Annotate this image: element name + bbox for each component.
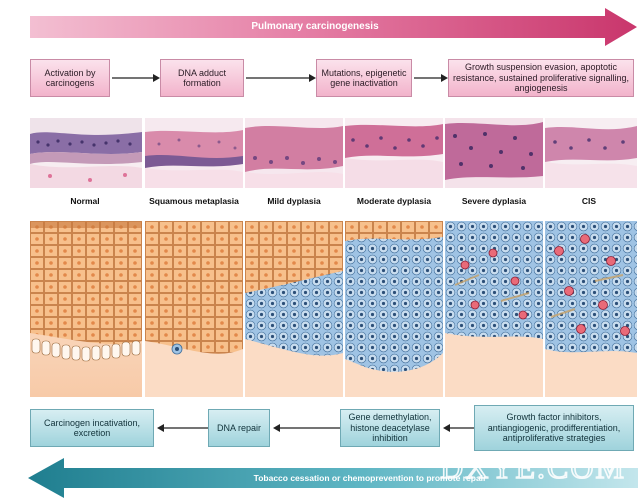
schematic-moderate-dysplasia <box>345 221 443 397</box>
stage-label-squamous-metaplasia: Squamous metaplasia <box>149 196 239 206</box>
stage-label-cis: CIS <box>581 196 597 206</box>
stage-label-normal: Normal <box>70 196 100 206</box>
process-box-mutations: Mutations, epigenetic gene inactivation <box>316 59 412 97</box>
arrow-right-icon <box>112 74 160 82</box>
process-box-dna-adduct: DNA adduct formation <box>160 59 244 97</box>
process-box-activation: Activation by carcinogens <box>30 59 110 97</box>
micrograph-severe-dysplasia <box>445 118 544 188</box>
process-box-growth-evasion: Growth suspension evasion, apoptotic res… <box>448 59 634 97</box>
repair-box-growth-factor-inhibitors: Growth factor inhibitors, antiangiogenic… <box>474 405 634 451</box>
arrow-left-icon <box>443 424 474 432</box>
pulmonary-carcinogenesis-arrow <box>30 8 637 46</box>
stage-label-moderate-dysplasia: Moderate dyplasia <box>356 196 432 206</box>
micrograph-moderate-dysplasia <box>345 118 444 188</box>
repair-box-dna-repair: DNA repair <box>208 409 270 447</box>
micrograph-normal <box>30 118 143 188</box>
watermark-logo: DXYE.COM <box>439 448 626 486</box>
repair-box-carcinogen-inactivation: Carcinogen incativation, excretion <box>30 409 154 447</box>
micrograph-mild-dysplasia <box>245 118 344 188</box>
svg-text:DXYE.COM: DXYE.COM <box>440 449 626 485</box>
bottom-arrow-label: Tobacco cessation or chemoprevention to … <box>253 473 487 483</box>
tobacco-cessation-arrow <box>28 458 638 498</box>
micrograph-squamous-metaplasia <box>145 118 244 188</box>
micrograph-cis <box>545 118 638 188</box>
schematic-squamous-metaplasia <box>145 221 243 397</box>
arrow-left-icon <box>157 424 208 432</box>
schematic-severe-dysplasia <box>445 221 543 397</box>
arrow-right-icon <box>246 74 316 82</box>
arrow-right-icon <box>414 74 448 82</box>
schematic-mild-dysplasia <box>245 221 343 397</box>
schematic-cis <box>545 221 637 397</box>
stage-label-severe-dysplasia: Severe dyplasia <box>461 196 527 206</box>
top-arrow-label: Pulmonary carcinogenesis <box>251 21 379 32</box>
stage-label-mild-dysplasia: Mild dyplasia <box>267 196 321 206</box>
schematic-normal <box>30 221 142 397</box>
repair-box-gene-demethylation: Gene demethylation, histone deacetylase … <box>340 409 440 447</box>
arrow-left-icon <box>273 424 340 432</box>
